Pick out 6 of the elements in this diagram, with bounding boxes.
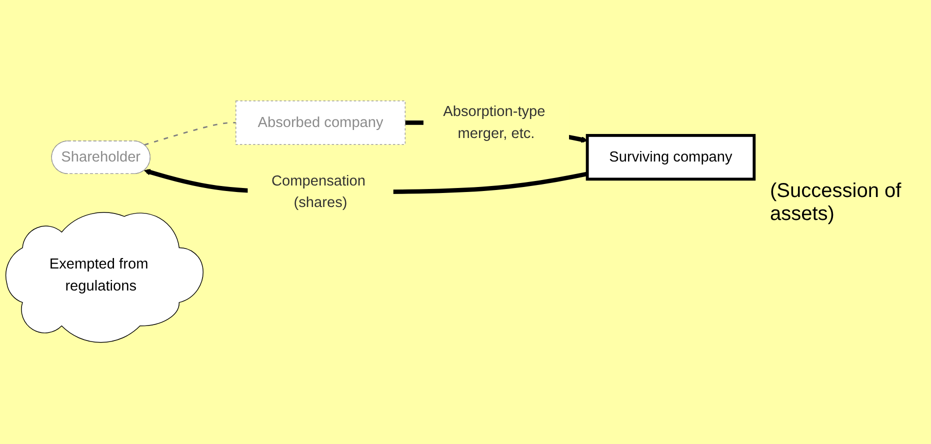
edge-label: Absorption-type merger, etc. [443, 104, 546, 142]
node-box: Absorbed company [236, 100, 406, 146]
edge-label: Compensation (shares) [272, 173, 366, 212]
note-text: (Succession of assets) [770, 180, 902, 226]
connector [144, 122, 236, 146]
node-box: Surviving company [586, 134, 756, 181]
